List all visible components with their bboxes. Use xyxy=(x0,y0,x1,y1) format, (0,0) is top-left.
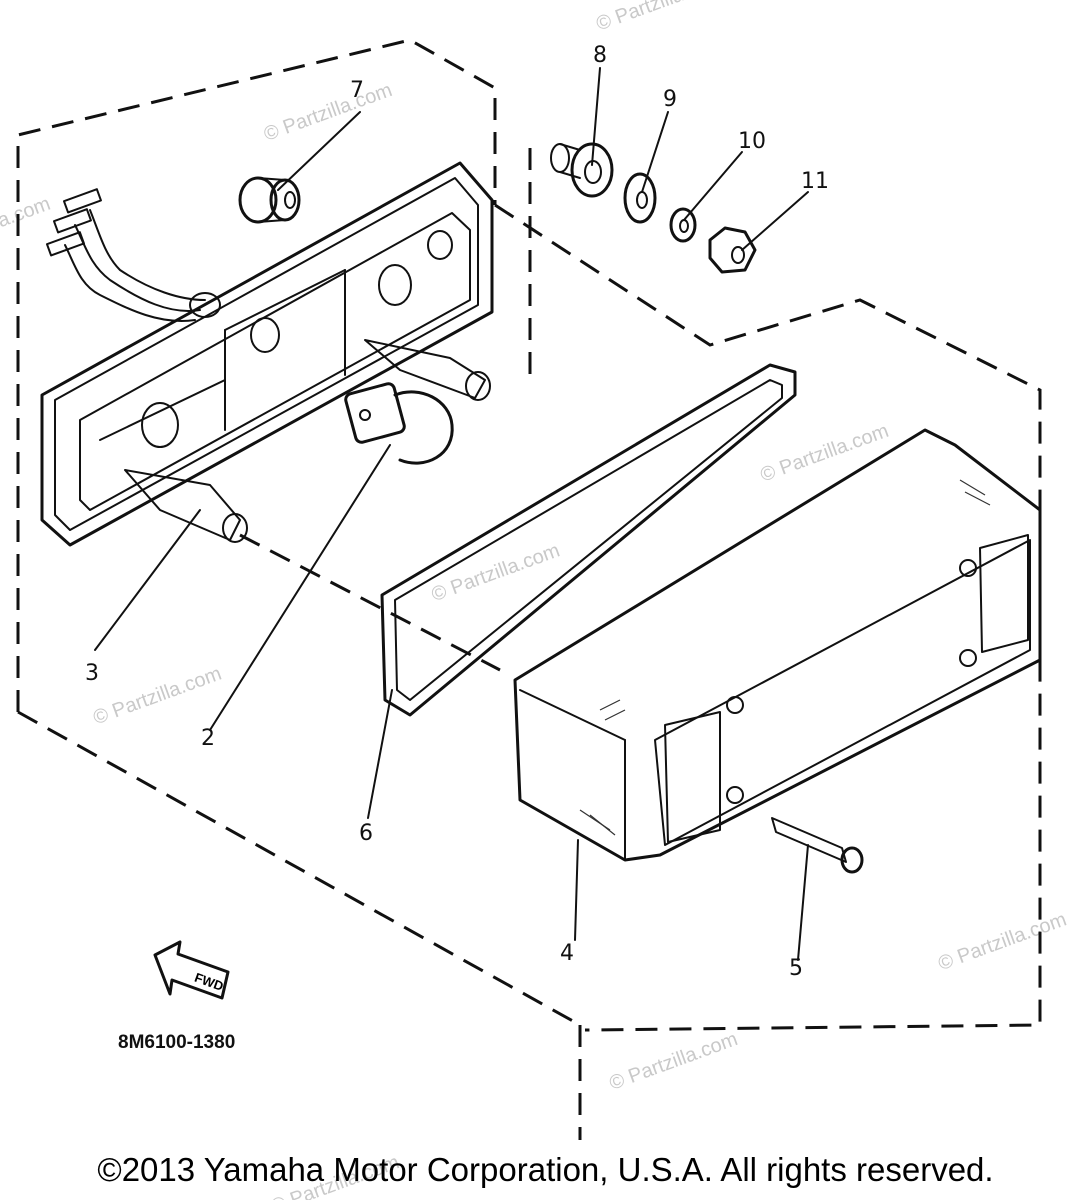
collar xyxy=(550,142,614,198)
leader-lines xyxy=(94,67,809,961)
watermark-text: © Partzilla.com xyxy=(757,420,891,487)
callout-8: 8 xyxy=(593,43,607,68)
gasket xyxy=(380,363,797,717)
callout-4: 4 xyxy=(560,941,574,966)
callout-11: 11 xyxy=(801,169,829,194)
callout-3: 3 xyxy=(85,661,99,686)
copyright-notice: ©2013 Yamaha Motor Corporation, U.S.A. A… xyxy=(97,1151,994,1188)
drawing-number: 8M6100-1380 xyxy=(118,1032,235,1053)
bulb xyxy=(344,382,454,465)
callout-6: 6 xyxy=(359,821,373,846)
watermark-text: © Partzilla.com xyxy=(429,539,563,606)
lens xyxy=(513,428,1042,862)
forward-arrow-icon: FWD xyxy=(153,940,230,1000)
lock-washer xyxy=(669,207,697,243)
lamp-base-housing xyxy=(40,161,494,547)
watermark-text: © Partzilla.com xyxy=(593,0,727,35)
callout-7: 7 xyxy=(350,78,364,103)
watermark-text: © Partzilla.com xyxy=(90,663,224,730)
watermark-text: © Partzilla.com xyxy=(0,193,53,260)
callout-10: 10 xyxy=(738,129,766,154)
screw xyxy=(771,817,864,874)
grommet xyxy=(238,176,301,224)
callout-9: 9 xyxy=(663,87,677,112)
callout-numbers: 2 3 4 5 6 7 8 9 10 11 xyxy=(85,43,829,981)
callout-2: 2 xyxy=(201,726,215,751)
assembly-dashed-outline xyxy=(16,38,1042,1140)
callout-5: 5 xyxy=(789,956,803,981)
watermark-text: © Partzilla.com xyxy=(935,908,1069,975)
nut xyxy=(708,226,757,274)
watermark-text: © Partzilla.com xyxy=(606,1028,740,1095)
watermark-text: © Partzilla.com xyxy=(261,79,395,146)
washer xyxy=(623,172,657,224)
